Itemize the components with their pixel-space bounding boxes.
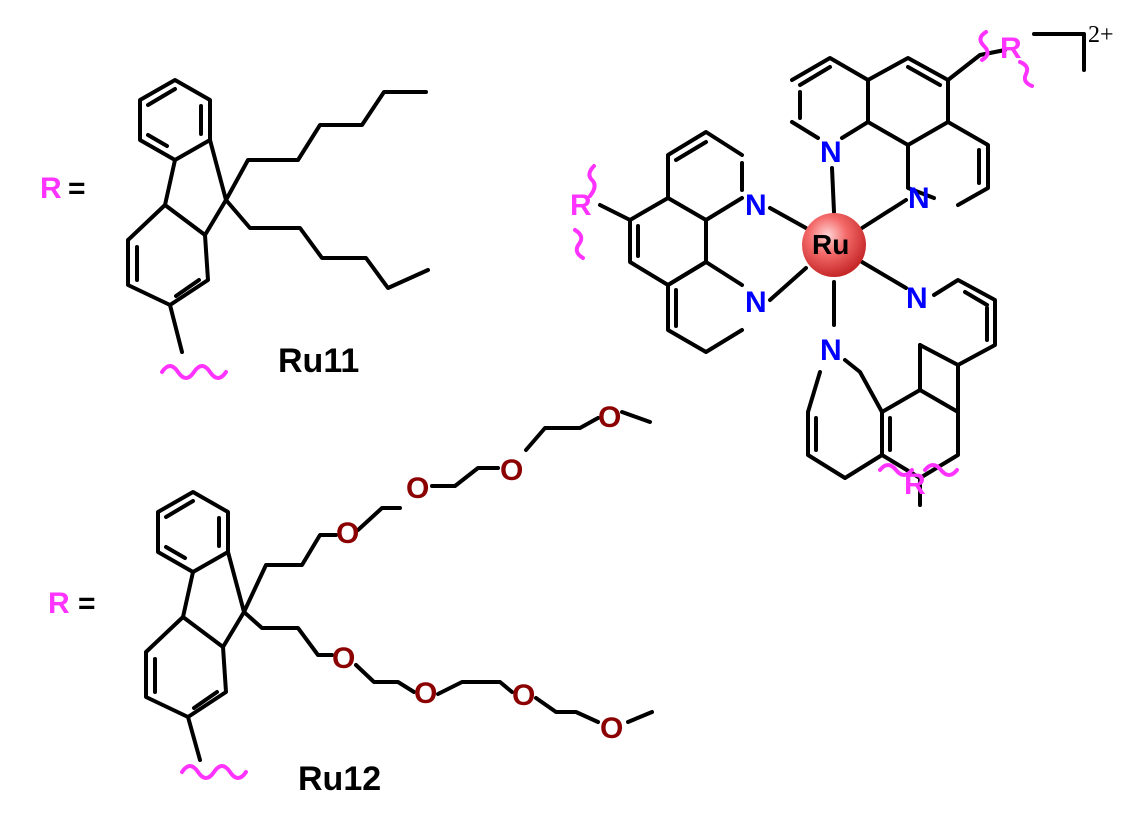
- ru12-lower-benzene-ring: [144, 615, 228, 719]
- ru11-r-label: R: [40, 172, 62, 205]
- complex-r-label-bottom: R: [904, 468, 926, 501]
- ru12-ether-o-6: O: [414, 677, 437, 710]
- ru12-glycol-chain-upper: [242, 410, 652, 614]
- phenanthroline-ligand-top: [790, 48, 1007, 207]
- ru12-equals-sign: =: [78, 587, 96, 620]
- bottom-ligand-n-right: N: [906, 282, 928, 315]
- ru12-ether-o-5: O: [332, 642, 355, 675]
- complex-bracket: [1032, 32, 1086, 72]
- ru11-five-membered-ring: [163, 138, 228, 237]
- ru12-ether-o-8: O: [600, 712, 623, 745]
- ru11-compound-label: Ru11: [278, 342, 359, 380]
- complex-r-wavy-left: [573, 164, 597, 260]
- ru12-substituent-structure: R = O O O O O O O O Ru12: [48, 401, 654, 798]
- ru11-hexyl-chain-upper: [224, 90, 428, 202]
- ru12-ether-o-3: O: [500, 454, 523, 487]
- ru11-upper-benzene-ring: [138, 78, 212, 162]
- ru12-glycol-chain-lower: [242, 610, 654, 724]
- ru12-compound-label: Ru12: [298, 760, 381, 798]
- complex-r-wavy-top: [978, 30, 1034, 88]
- left-ligand-n-lower: N: [745, 286, 767, 319]
- complex-r-label-left: R: [570, 189, 592, 222]
- top-ligand-n-right: N: [908, 182, 930, 215]
- complex-r-wavy-bottom: [878, 463, 959, 477]
- ru11-hexyl-chain-lower: [224, 198, 430, 290]
- ru12-ether-o-1: O: [336, 517, 359, 550]
- ru-phenanthroline-complex: 2+ N N N N: [570, 22, 1114, 507]
- coordination-bonds: [768, 166, 908, 327]
- left-ligand-n-upper: N: [745, 189, 767, 222]
- complex-r-label-top: R: [1000, 32, 1022, 65]
- bottom-ligand-n-left: N: [820, 334, 842, 367]
- ru11-wavy-bond: [160, 364, 228, 380]
- complex-charge: 2+: [1088, 22, 1114, 48]
- phenanthroline-ligand-left: [598, 130, 744, 354]
- ru11-attachment-bond: [168, 303, 184, 354]
- ru11-substituent-structure: R = Ru11: [40, 78, 430, 380]
- ruthenium-label: Ru: [812, 229, 849, 260]
- ru12-five-membered-ring: [181, 550, 246, 649]
- ru12-ether-o-4: O: [598, 401, 621, 434]
- ru12-upper-benzene-ring: [156, 490, 230, 574]
- ru12-ether-o-2: O: [406, 472, 429, 505]
- phenanthroline-ligand-bottom: [806, 278, 997, 507]
- ru11-equals-sign: =: [68, 172, 86, 205]
- ru12-wavy-bond: [180, 764, 248, 780]
- ru12-attachment-bond: [186, 715, 202, 762]
- ruthenium-center: [802, 213, 866, 277]
- ru11-lower-benzene-ring: [126, 203, 210, 307]
- top-ligand-n-left: N: [820, 136, 842, 169]
- ru12-ether-o-7: O: [512, 679, 535, 712]
- ru12-r-label: R: [48, 587, 70, 620]
